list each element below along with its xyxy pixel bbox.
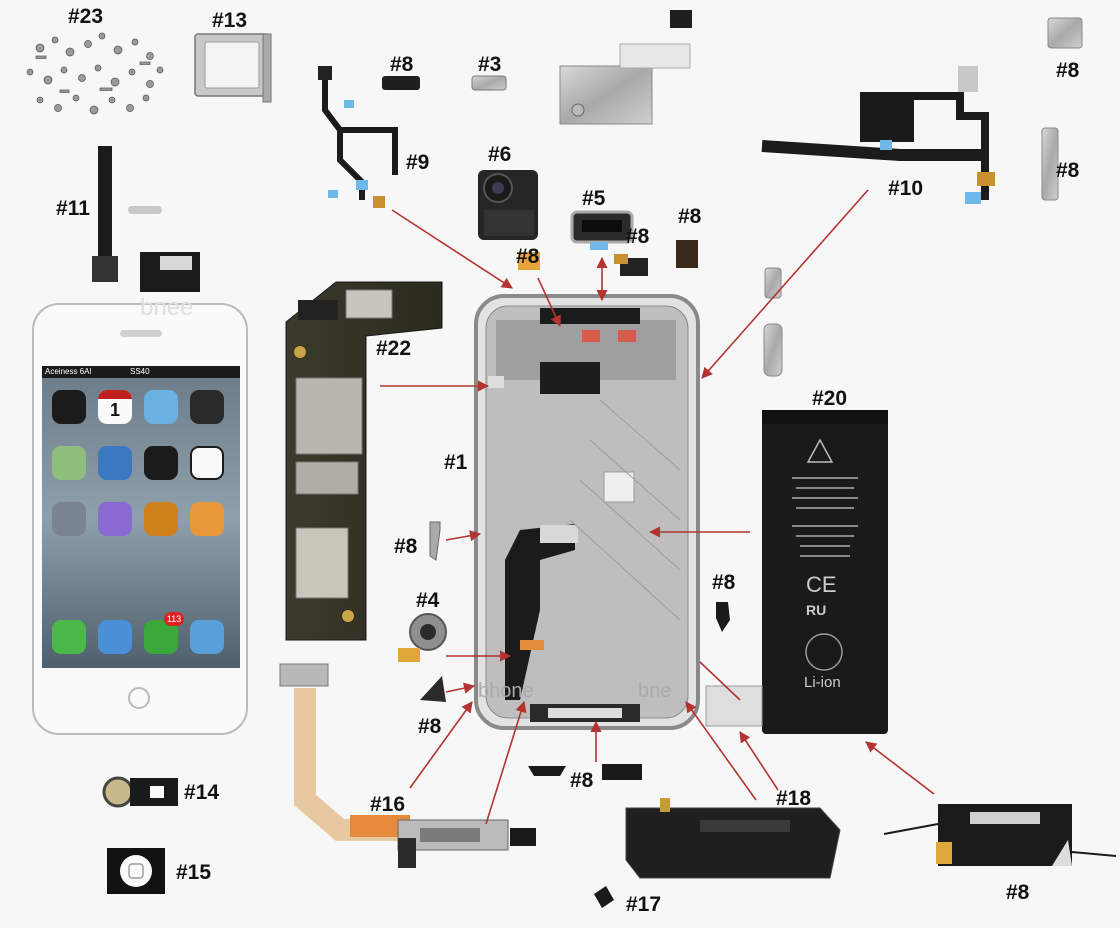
logic-board-part (285, 281, 443, 641)
label-23: #23 (68, 5, 104, 28)
label-3: #3 (478, 53, 502, 76)
label-8c: #8 (1056, 159, 1080, 182)
label-8k: #8 (1006, 881, 1030, 904)
stocks-icon (98, 446, 132, 480)
settings-icon (52, 502, 86, 536)
safari-icon (190, 620, 224, 654)
home-button-flex-part (102, 776, 178, 808)
calendar-day: 1 (109, 400, 120, 420)
watermark-2: bhone (478, 680, 534, 702)
side-bracket-part (1041, 127, 1059, 201)
sim-tray-part (194, 33, 272, 103)
dock-connector-part (279, 663, 536, 868)
label-8a: #8 (1056, 59, 1080, 82)
label-4: #4 (416, 589, 440, 612)
label-8i: #8 (418, 715, 442, 738)
battery-ul-mark: RU (806, 602, 827, 618)
notes-icon (190, 502, 224, 536)
bottom-clip-a (528, 766, 566, 776)
label-17: #17 (626, 893, 662, 916)
label-11: #11 (56, 197, 90, 220)
label-10: #10 (888, 177, 924, 200)
label-8b: #8 (390, 53, 414, 76)
home-button-part (107, 848, 165, 894)
label-6: #6 (488, 143, 512, 166)
small-buttons-part (763, 267, 783, 377)
vibrator-part (398, 613, 447, 662)
label-9: #9 (406, 151, 430, 174)
label-8d: #8 (678, 205, 702, 228)
phone-badge: 113 (164, 612, 184, 626)
appstore-icon (144, 502, 178, 536)
clock-icon (190, 446, 224, 480)
label-22: #22 (376, 337, 412, 360)
small-bracket-tr (1047, 17, 1083, 49)
rear-camera-part (478, 170, 538, 240)
label-15: #15 (176, 861, 212, 884)
battery-part (705, 410, 888, 734)
label-20: #20 (812, 387, 848, 410)
screws-part (26, 32, 164, 115)
power-flex-part (322, 75, 398, 200)
label-8e: #8 (626, 225, 650, 248)
label-8j: #8 (570, 769, 594, 792)
calendar-icon: 1 (98, 390, 132, 424)
carrier-text: Aceiness 6Al (45, 367, 92, 376)
volume-flex-part (761, 66, 995, 204)
watermark-1: bnee (140, 294, 194, 321)
mail-icon (98, 620, 132, 654)
camera-bracket-part (559, 10, 692, 125)
label-5: #5 (582, 187, 606, 210)
messages-icon (52, 620, 86, 654)
itunes-icon (98, 502, 132, 536)
photos-icon (144, 390, 178, 424)
battery-chemistry: Li-ion (804, 674, 841, 691)
label-8f: #8 (516, 245, 540, 268)
callout-arrows (380, 189, 935, 825)
status-time: SS40 (130, 367, 150, 376)
small-clip-part (716, 602, 730, 632)
loudspeaker-part (625, 798, 841, 879)
maps-icon (52, 446, 86, 480)
label-13: #13 (212, 9, 248, 32)
triangle-bracket-part (420, 676, 446, 702)
small-screw-17 (594, 886, 614, 908)
battery-ce-mark: CE (806, 572, 837, 597)
antenna-part-bottom-right (883, 804, 1117, 866)
label-14: #14 (184, 781, 220, 804)
small-screw-part (429, 521, 441, 561)
flex-cable-11 (92, 146, 162, 282)
bracket-part-top (382, 76, 420, 90)
label-18: #18 (776, 787, 812, 810)
watermark-3: bne (638, 680, 672, 702)
power-switch-part (318, 66, 332, 80)
camera-icon (190, 390, 224, 424)
label-8g: #8 (394, 535, 418, 558)
label-8h: #8 (712, 571, 736, 594)
midframe-housing-part (474, 294, 700, 730)
bottom-clip-b (602, 764, 642, 780)
phone-status-bar: Aceiness 6Al SS40 (42, 366, 240, 378)
app-icon-1 (52, 390, 86, 424)
small-parts-top-right (518, 240, 698, 276)
label-1: #1 (444, 451, 468, 474)
weather-icon (144, 446, 178, 480)
earpiece-speaker-part (570, 210, 634, 250)
label-16: #16 (370, 793, 406, 816)
antenna-bracket-part (140, 252, 200, 292)
small-metal-part (471, 75, 507, 91)
